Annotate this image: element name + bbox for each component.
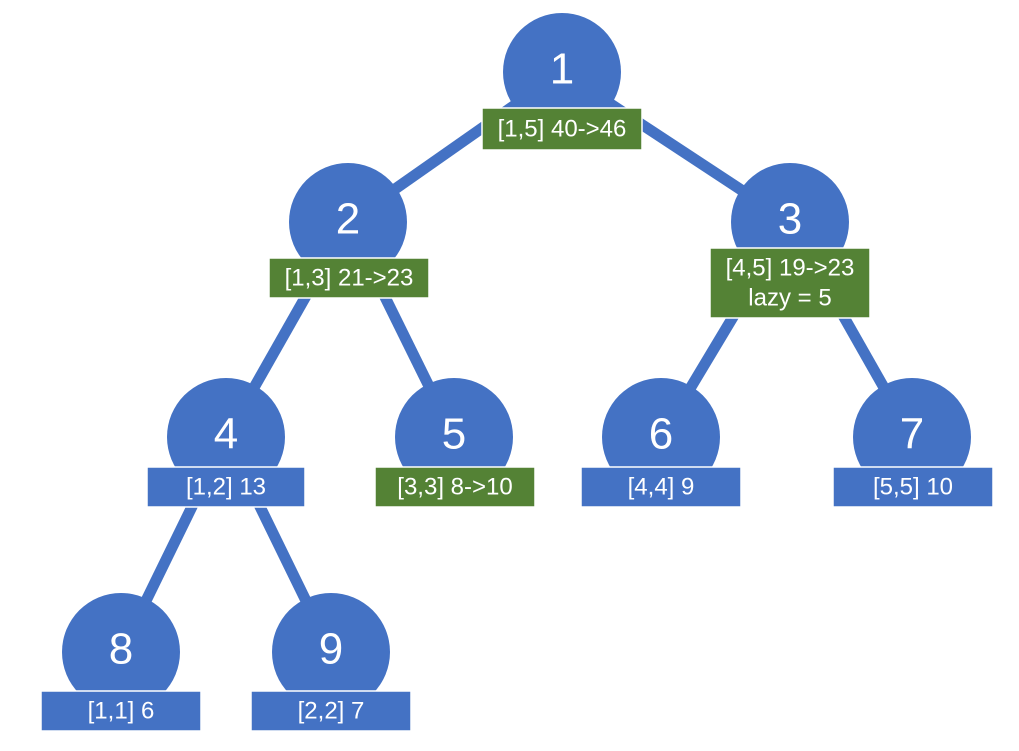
tree-node-8: 8 [1,1] 6 bbox=[40, 593, 202, 732]
edges-layer bbox=[116, 67, 917, 655]
node-id-label-3: 3 bbox=[778, 195, 802, 244]
node-id-label-2: 2 bbox=[336, 195, 360, 244]
node-info-text-5-0: [3,3] 8->10 bbox=[397, 474, 512, 501]
node-info-box-4 bbox=[146, 466, 306, 508]
node-id-label-6: 6 bbox=[649, 410, 673, 459]
node-info-text-1-0: [1,5] 40->46 bbox=[498, 116, 627, 143]
node-id-label-4: 4 bbox=[214, 410, 238, 459]
node-info-text-2-0: [1,3] 21->23 bbox=[285, 265, 414, 292]
node-info-text-4-0: [1,2] 13 bbox=[186, 474, 266, 501]
node-circle-8 bbox=[62, 593, 180, 711]
tree-node-7: 7 [5,5] 10 bbox=[832, 378, 994, 508]
node-id-label-7: 7 bbox=[900, 410, 924, 459]
node-info-box-1 bbox=[481, 107, 643, 151]
tree-node-6: 6 [4,4] 9 bbox=[580, 378, 742, 508]
node-circle-2 bbox=[289, 163, 407, 281]
node-info-box-2 bbox=[268, 257, 430, 299]
tree-node-2: 2 [1,3] 21->23 bbox=[268, 163, 430, 299]
node-info-box-6 bbox=[580, 466, 742, 508]
node-info-box-7 bbox=[832, 466, 994, 508]
tree-node-1: 1 [1,5] 40->46 bbox=[481, 13, 643, 151]
node-id-label-8: 8 bbox=[109, 625, 133, 674]
tree-node-5: 5 [3,3] 8->10 bbox=[374, 378, 536, 508]
node-id-label-5: 5 bbox=[442, 410, 466, 459]
node-info-text-3-1: lazy = 5 bbox=[748, 285, 831, 312]
tree-node-4: 4 [1,2] 13 bbox=[146, 378, 306, 508]
node-id-label-1: 1 bbox=[550, 45, 574, 94]
node-info-text-7-0: [5,5] 10 bbox=[873, 474, 953, 501]
node-circle-9 bbox=[272, 593, 390, 711]
node-info-box-8 bbox=[40, 690, 202, 732]
node-info-box-3 bbox=[709, 247, 871, 319]
tree-node-3: 3 [4,5] 19->23 lazy = 5 bbox=[709, 163, 871, 319]
node-info-text-9-0: [2,2] 7 bbox=[298, 698, 365, 725]
tree-node-9: 9 [2,2] 7 bbox=[250, 593, 412, 732]
nodes-layer: 1 [1,5] 40->46 2 [1,3] 21->23 3 [4,5] 19->23 l… bbox=[40, 13, 994, 732]
node-info-text-6-0: [4,4] 9 bbox=[628, 474, 695, 501]
node-info-text-3-0: [4,5] 19->23 bbox=[726, 255, 855, 282]
node-id-label-9: 9 bbox=[319, 625, 343, 674]
node-circle-1 bbox=[503, 13, 621, 131]
node-info-text-8-0: [1,1] 6 bbox=[88, 698, 155, 725]
node-info-box-5 bbox=[374, 466, 536, 508]
node-info-box-9 bbox=[250, 690, 412, 732]
